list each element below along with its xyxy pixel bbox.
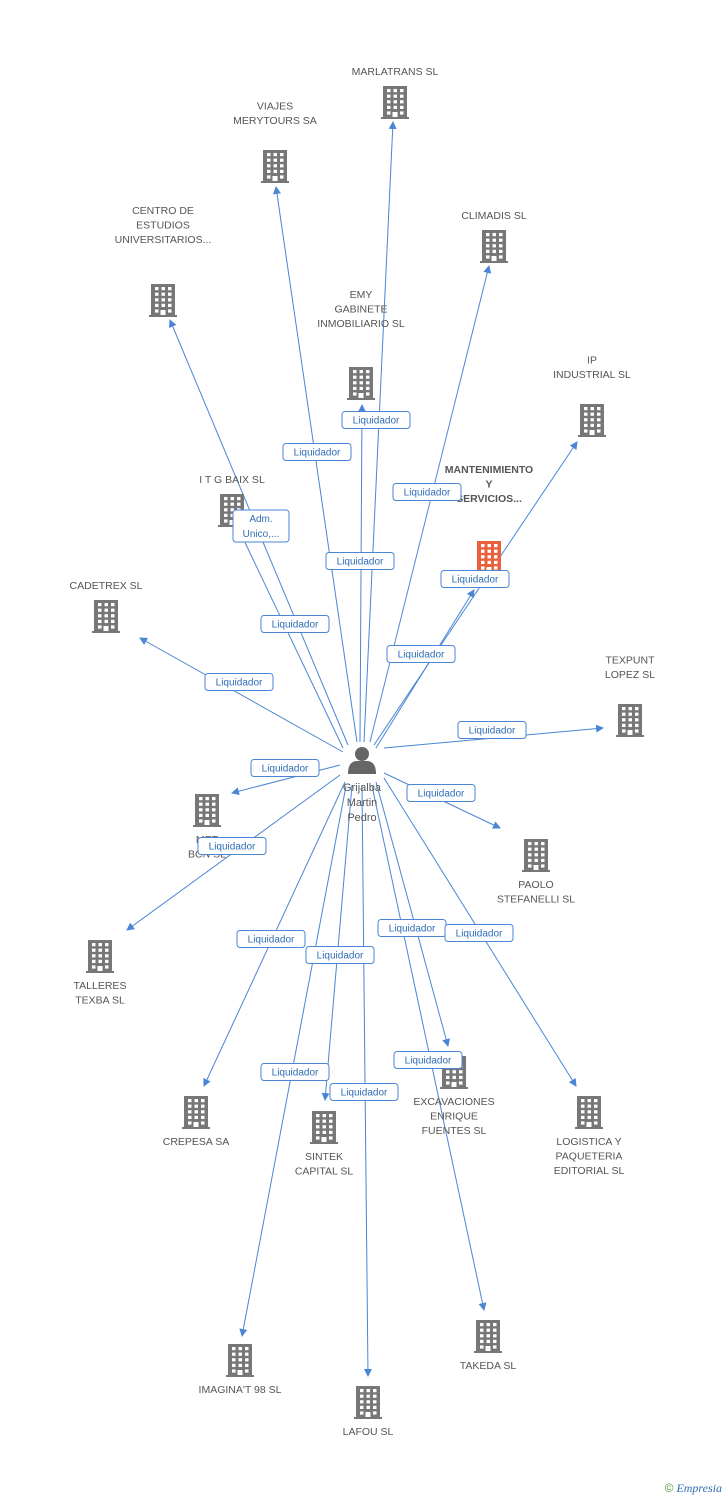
edge-ip: [373, 441, 578, 746]
building-icon[interactable]: [480, 230, 508, 263]
svg-text:Liquidador: Liquidador: [248, 935, 295, 946]
building-icon[interactable]: [474, 1320, 502, 1353]
svg-text:Liquidador: Liquidador: [456, 929, 503, 940]
company-label-imagina[interactable]: IMAGINA'T 98 SL: [199, 1384, 282, 1396]
building-icon[interactable]: [310, 1111, 338, 1144]
building-icon[interactable]: [522, 839, 550, 872]
svg-text:Liquidador: Liquidador: [341, 1088, 388, 1099]
relation-label-crepesa[interactable]: Liquidador: [236, 930, 306, 948]
copyright-icon: ©: [664, 1481, 674, 1495]
relation-label-ip[interactable]: Liquidador: [386, 645, 456, 663]
company-label-crepesa[interactable]: CREPESA SA: [163, 1136, 230, 1148]
relation-label-excavaciones[interactable]: Liquidador: [377, 919, 447, 937]
edge-sintek: [321, 784, 353, 1101]
svg-text:Liquidador: Liquidador: [216, 678, 263, 689]
edge-lafou: [361, 785, 372, 1377]
person-icon[interactable]: [348, 747, 376, 774]
building-icon[interactable]: [354, 1386, 382, 1419]
edge-cadetrex: [139, 637, 344, 753]
svg-text:Liquidador: Liquidador: [469, 726, 516, 737]
edge-itg: [239, 531, 344, 749]
edge-excavaciones: [375, 781, 451, 1047]
relation-label-viajes[interactable]: Liquidador: [282, 443, 352, 461]
svg-text:Liquidador: Liquidador: [272, 1068, 319, 1079]
svg-text:Liquidador: Liquidador: [405, 1056, 452, 1067]
relation-label-imagina[interactable]: Liquidador: [260, 1063, 330, 1081]
svg-text:Liquidador: Liquidador: [353, 416, 400, 427]
relation-label-talleres[interactable]: Liquidador: [197, 837, 267, 855]
company-label-marlatrans[interactable]: MARLATRANS SL: [352, 66, 439, 78]
building-icon[interactable]: [475, 541, 503, 574]
edge-marlatrans: [363, 121, 397, 743]
company-label-takeda[interactable]: TAKEDA SL: [460, 1360, 517, 1372]
relation-label-itg[interactable]: Adm.Unico,...: [232, 509, 290, 543]
svg-text:Liquidador: Liquidador: [272, 620, 319, 631]
relation-label-emy[interactable]: Liquidador: [325, 552, 395, 570]
footer-brand[interactable]: ©Empresia: [665, 1481, 722, 1496]
building-icon[interactable]: [381, 86, 409, 119]
building-icon[interactable]: [575, 1096, 603, 1129]
company-label-itg[interactable]: I T G BAIX SL: [199, 474, 265, 486]
building-icon[interactable]: [578, 404, 606, 437]
relation-label-logistica[interactable]: Liquidador: [444, 924, 514, 942]
edge-imagina: [239, 785, 347, 1337]
svg-text:Liquidador: Liquidador: [418, 789, 465, 800]
edge-takeda: [371, 785, 487, 1311]
brand-logo: Empresia: [676, 1481, 722, 1495]
building-icon[interactable]: [193, 794, 221, 827]
svg-text:Liquidador: Liquidador: [209, 842, 256, 853]
svg-text:Liquidador: Liquidador: [389, 924, 436, 935]
edge-emy: [357, 404, 366, 743]
building-icon[interactable]: [616, 704, 644, 737]
relation-label-mantenimiento[interactable]: Liquidador: [440, 570, 510, 588]
building-icon[interactable]: [92, 600, 120, 633]
edge-met: [231, 764, 341, 796]
company-label-cadetrex[interactable]: CADETREX SL: [70, 580, 143, 592]
relation-label-centro[interactable]: Liquidador: [260, 615, 330, 633]
building-icon[interactable]: [86, 940, 114, 973]
svg-text:Liquidador: Liquidador: [337, 557, 384, 568]
building-icon[interactable]: [261, 150, 289, 183]
relation-label-sintek[interactable]: Liquidador: [305, 946, 375, 964]
relation-label-marlatrans[interactable]: Liquidador: [341, 411, 411, 429]
relation-label-climadis[interactable]: Liquidador: [392, 483, 462, 501]
svg-text:Liquidador: Liquidador: [294, 448, 341, 459]
building-icon[interactable]: [149, 284, 177, 317]
relation-label-takeda[interactable]: Liquidador: [393, 1051, 463, 1069]
svg-text:Liquidador: Liquidador: [452, 575, 499, 586]
relation-label-met[interactable]: Liquidador: [250, 759, 320, 777]
edge-mantenimiento: [375, 589, 475, 749]
relation-label-texpunt[interactable]: Liquidador: [457, 721, 527, 739]
edge-viajes: [273, 186, 358, 743]
building-icon[interactable]: [182, 1096, 210, 1129]
relation-label-paolo[interactable]: Liquidador: [406, 784, 476, 802]
svg-text:Liquidador: Liquidador: [398, 650, 445, 661]
svg-text:Liquidador: Liquidador: [262, 764, 309, 775]
building-icon[interactable]: [347, 367, 375, 400]
svg-text:Liquidador: Liquidador: [404, 488, 451, 499]
relation-label-lafou[interactable]: Liquidador: [329, 1083, 399, 1101]
company-label-climadis[interactable]: CLIMADIS SL: [461, 210, 527, 222]
svg-text:Adm.Unico,...: Adm.Unico,...: [243, 514, 280, 540]
company-label-lafou[interactable]: LAFOU SL: [343, 1426, 394, 1438]
building-icon[interactable]: [226, 1344, 254, 1377]
relation-label-cadetrex[interactable]: Liquidador: [204, 673, 274, 691]
svg-text:Liquidador: Liquidador: [317, 951, 364, 962]
